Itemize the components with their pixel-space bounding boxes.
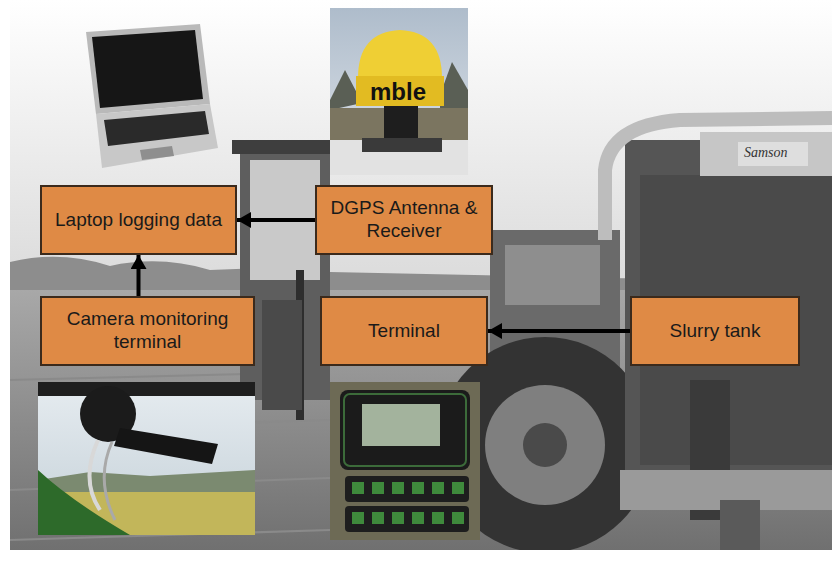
- terminal-photo: [412, 512, 424, 524]
- terminal-photo: [352, 512, 364, 524]
- tractor-photo: [720, 500, 760, 550]
- camera-photo: [38, 470, 255, 494]
- box-label: Terminal: [368, 320, 440, 343]
- arrow-connector: [137, 255, 141, 296]
- terminal-photo: [352, 482, 464, 524]
- tractor-photo: [262, 300, 302, 410]
- arrow-connector: [488, 329, 630, 333]
- process-box: Terminal: [320, 296, 488, 366]
- camera-photo: [89, 440, 100, 510]
- camera-photo: [38, 470, 130, 535]
- tractor-photo: [485, 385, 605, 505]
- tractor-photo: [505, 245, 600, 305]
- field: [10, 290, 832, 550]
- process-box: Laptop logging data: [40, 185, 237, 255]
- camera-photo: [104, 442, 115, 520]
- laptop-image: [140, 146, 174, 160]
- logo-text: mble: [370, 78, 426, 106]
- laptop-image: [86, 24, 218, 168]
- terminal-photo: [452, 512, 464, 524]
- terminal-photo: [392, 512, 404, 524]
- tractor-photo: [232, 140, 336, 154]
- box-label: Slurry tank: [670, 320, 761, 343]
- terminal-photo: [432, 512, 444, 524]
- process-box: Camera monitoring terminal: [40, 296, 255, 366]
- antenna-photo: [356, 76, 444, 106]
- antenna-photo: [330, 8, 468, 175]
- laptop-image: [86, 24, 210, 114]
- box-label: Laptop logging data: [55, 209, 222, 232]
- terminal-photo: [345, 506, 469, 532]
- terminal-photo: [344, 394, 466, 466]
- terminal-photo: [345, 476, 469, 502]
- tractor-photo: [605, 118, 832, 240]
- antenna-photo: [440, 62, 468, 110]
- camera-photo: [114, 428, 218, 464]
- terminal-photo: [372, 482, 384, 494]
- box-label: Camera monitoring terminal: [50, 308, 245, 354]
- camera-photo: [38, 382, 255, 396]
- terminal-photo: [452, 482, 464, 494]
- antenna-photo: [362, 138, 442, 152]
- process-box: Slurry tank: [630, 296, 800, 366]
- terminal-photo: [362, 404, 440, 446]
- tractor-photo: [738, 142, 808, 166]
- antenna-photo: [384, 106, 418, 140]
- laptop-image: [104, 111, 209, 146]
- terminal-photo: [432, 482, 444, 494]
- camera-photo: [38, 382, 255, 535]
- antenna-photo: [330, 8, 468, 175]
- terminal-photo: [340, 390, 470, 470]
- terminal-photo: [330, 382, 480, 540]
- tractor-photo: [523, 423, 567, 467]
- antenna-photo: [358, 30, 442, 78]
- tractor-photo: [700, 132, 832, 176]
- terminal-photo: [392, 482, 404, 494]
- arrow-connector: [237, 218, 315, 222]
- laptop-image: [92, 30, 203, 108]
- box-label: DGPS Antenna & Receiver: [325, 197, 483, 243]
- terminal-photo: [352, 482, 364, 494]
- terminal-photo: [372, 512, 384, 524]
- slurry-tank: [605, 118, 832, 550]
- laptop-image: [96, 104, 218, 168]
- tractor-photo: [10, 0, 832, 550]
- terminal-photo: [412, 482, 424, 494]
- brand-text: Samson: [744, 145, 788, 161]
- terminal-photo: [330, 382, 480, 540]
- camera-photo: [38, 382, 255, 535]
- process-box: DGPS Antenna & Receiver: [315, 185, 493, 255]
